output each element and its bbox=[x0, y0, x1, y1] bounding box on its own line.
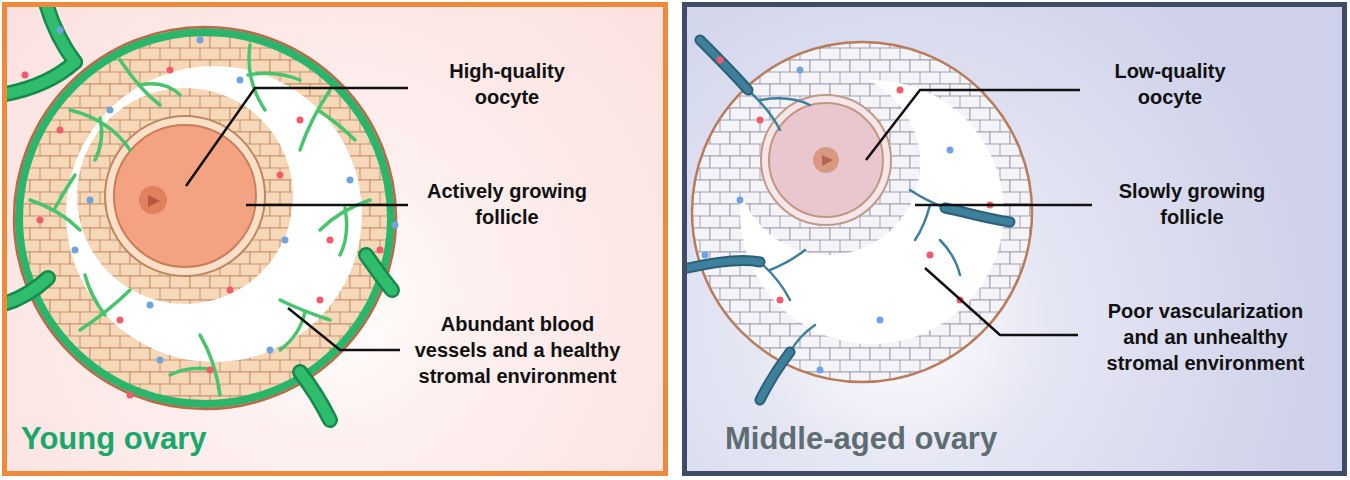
callout-label: High-quality oocyte bbox=[432, 58, 582, 110]
callout-label: Slowly growing follicle bbox=[1101, 178, 1283, 230]
callout-label: Low-quality oocyte bbox=[1095, 58, 1245, 110]
panel-heading: Middle-aged ovary bbox=[725, 421, 997, 457]
callout-label: Abundant blood vessels and a healthy str… bbox=[410, 311, 625, 389]
callout-label: Poor vascularization and an unhealthy st… bbox=[1088, 298, 1323, 376]
leader-lines bbox=[186, 88, 1092, 350]
panel-box: Young ovary bbox=[2, 2, 668, 476]
callout-label: Actively growing follicle bbox=[411, 178, 603, 230]
panel-box: Middle-aged ovary bbox=[682, 2, 1347, 476]
panel-heading: Young ovary bbox=[21, 421, 206, 457]
